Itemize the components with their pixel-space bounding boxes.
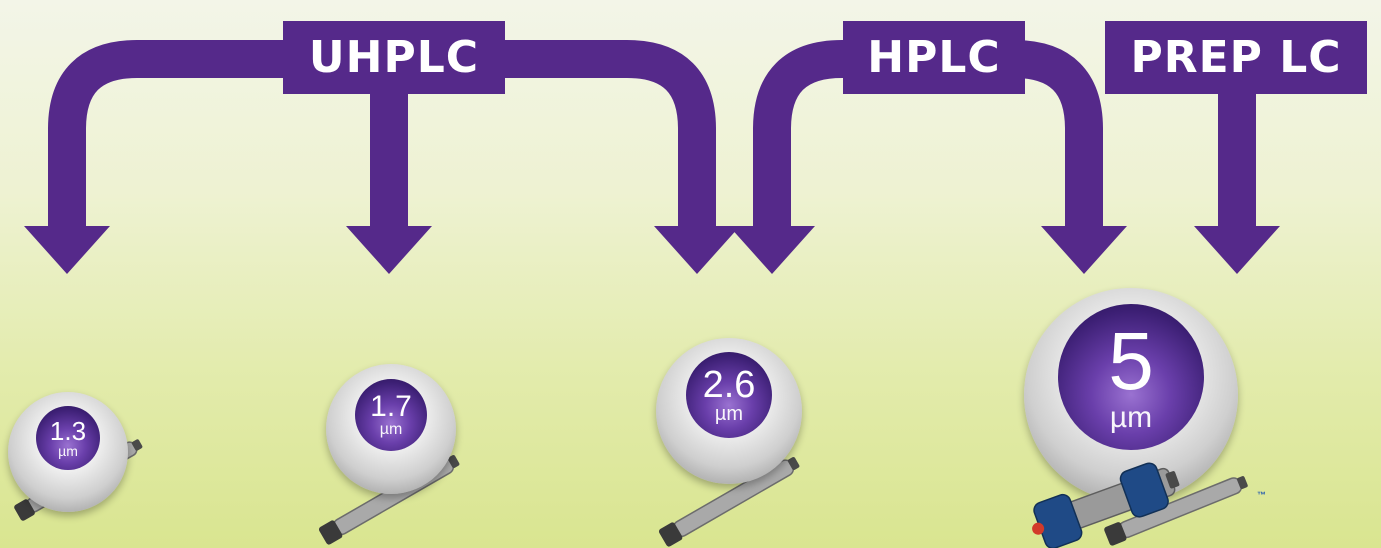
particle-core-2: 1.7 µm (355, 379, 427, 451)
particle-sphere-3: 2.6 µm (656, 338, 802, 484)
particle-size-3: 2.6 (702, 364, 756, 406)
trademark-symbol: ™ (1257, 490, 1266, 500)
particle-core-4: 5 µm (1058, 304, 1204, 450)
uhplc-arrow-right (500, 40, 716, 228)
hplc-label: HPLC (843, 21, 1025, 94)
arrowhead-4 (729, 226, 815, 274)
arrowhead-5 (1041, 226, 1127, 274)
arrowhead-3 (654, 226, 740, 274)
particle-sphere-2: 1.7 µm (326, 364, 456, 494)
arrowhead-1 (24, 226, 110, 274)
uhplc-label: UHPLC (283, 21, 505, 94)
particle-core-1: 1.3 µm (36, 406, 100, 470)
hplc-arrow-left (753, 40, 861, 228)
particle-unit-4: µm (1109, 401, 1153, 434)
particle-unit-1: µm (58, 443, 78, 459)
uhplc-arrow-left (48, 40, 300, 228)
particle-sphere-1: 1.3 µm (8, 392, 128, 512)
prep-lc-label: PREP LC (1105, 21, 1367, 94)
particle-size-2: 1.7 (370, 390, 412, 423)
particle-unit-3: µm (714, 403, 744, 425)
particle-size-4: 5 (1108, 316, 1154, 407)
arrowhead-6 (1194, 226, 1280, 274)
arrowhead-2 (346, 226, 432, 274)
particle-unit-2: µm (379, 421, 403, 438)
particle-size-1: 1.3 (49, 416, 87, 446)
particle-core-3: 2.6 µm (686, 352, 772, 438)
particle-sphere-4: 5 µm (1024, 288, 1238, 502)
